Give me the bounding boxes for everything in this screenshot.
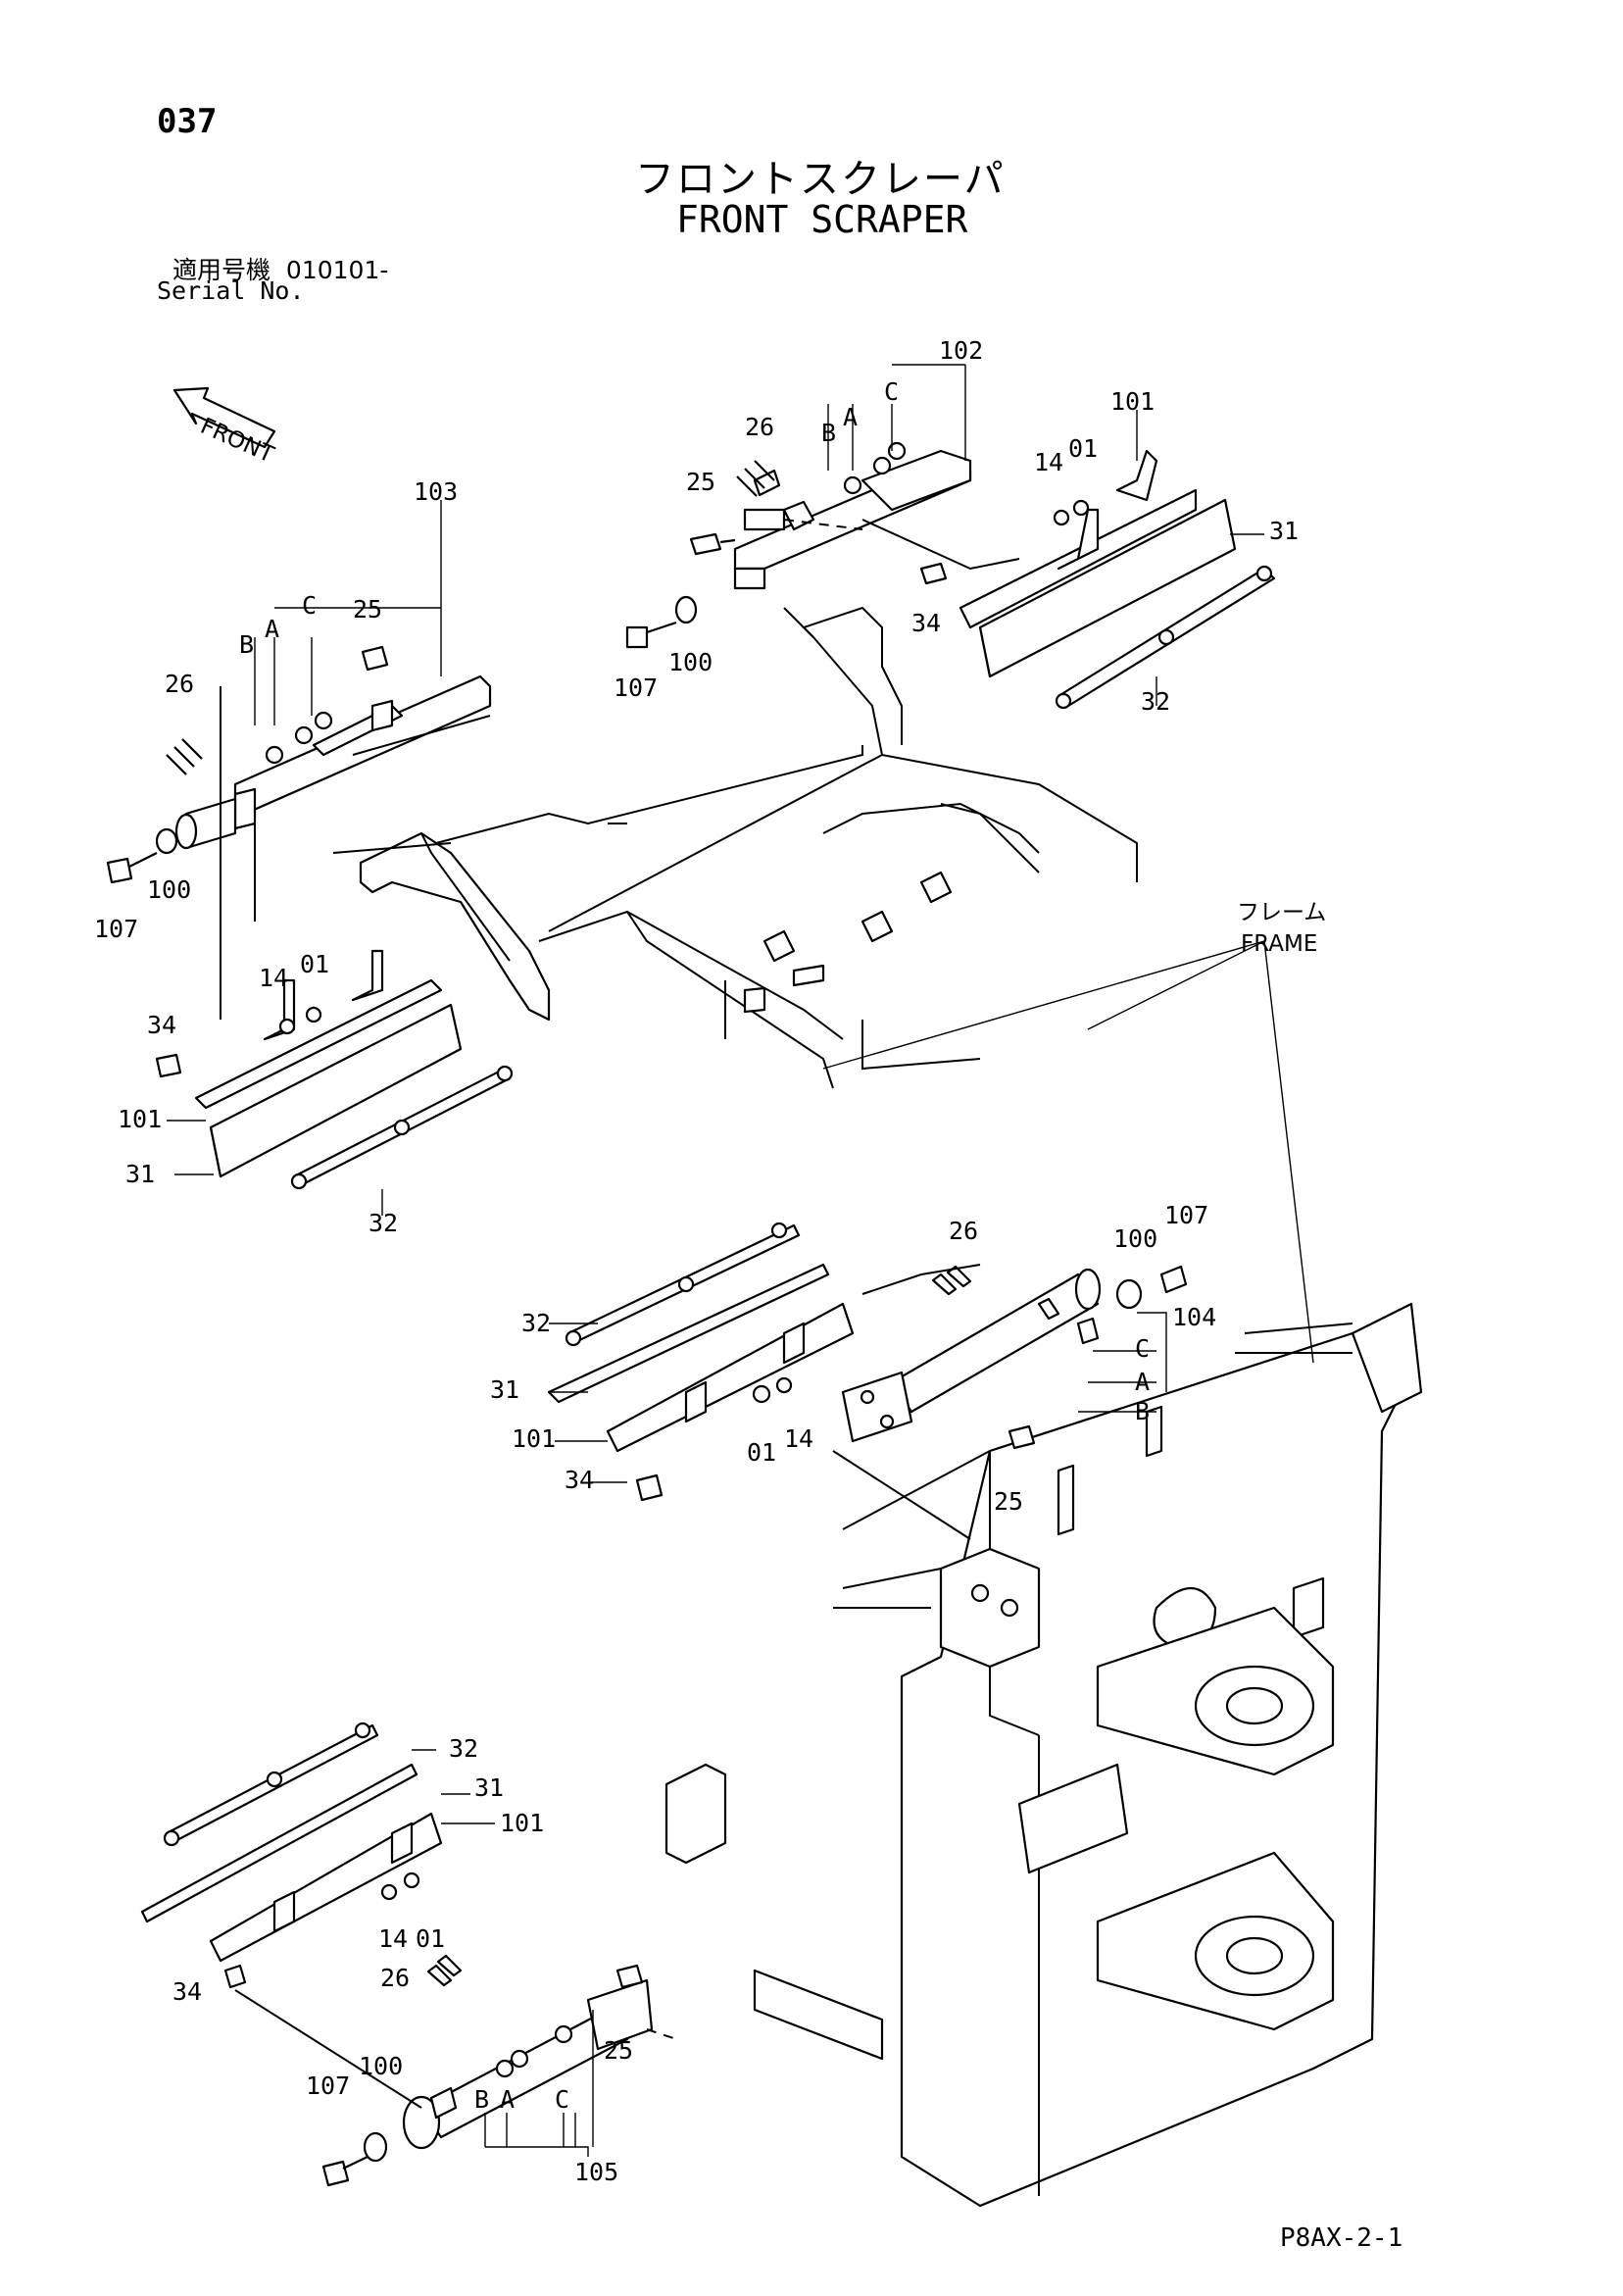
callout-label: 31 [490,1375,519,1404]
assembly-104 [832,1264,1188,1540]
callout-label: 25 [994,1487,1023,1516]
callout-label: 14 [378,1924,408,1953]
serial-label-jp: 適用号機 [172,256,271,284]
scraper-middle [547,1222,855,1502]
callout-label: 101 [512,1424,556,1453]
callout-label: 100 [147,875,191,904]
callout-label: 25 [353,595,382,624]
callout-label: 107 [1164,1201,1208,1229]
callout-label: B [474,2085,489,2114]
callout-label: C [884,377,899,406]
callout-label: 104 [1172,1303,1216,1331]
title-english: FRONT SCRAPER [676,198,968,241]
callout-label: 100 [668,648,713,676]
callout-label: 26 [745,413,774,441]
callout-label: 14 [784,1424,813,1453]
callout-label: 107 [94,915,138,943]
callout-label: 107 [306,2071,350,2100]
callout-label: 14 [1034,448,1063,476]
lower-frame-drawing [664,1302,1423,2208]
title-japanese: フロントスクレーパ [635,157,1006,202]
scraper-top-right [919,449,1276,710]
serial-value: 010101- [285,256,389,284]
callout-label: 101 [500,1809,544,1837]
callout-label: 31 [474,1773,504,1802]
callout-label: 25 [604,2036,633,2065]
callout-label: C [555,2085,569,2114]
frame-label-en: FRAME [1241,931,1317,957]
callout-label: C [1135,1334,1150,1363]
callout-label: A [1135,1368,1150,1396]
callout-label: B [1135,1397,1150,1425]
callout-label: 101 [118,1105,162,1133]
callout-label: B [239,630,254,659]
upper-frame-drawing [359,606,1138,1089]
footer-code: P8AX-2-1 [1280,2223,1403,2253]
callout-label: 100 [1113,1224,1157,1253]
callout-label: B [821,419,836,447]
callout-label: 100 [359,2052,403,2080]
callout-label: 25 [686,468,715,496]
callout-label: 101 [1110,387,1155,416]
serial-row-japanese: 適用号機 010101- [172,251,388,286]
callout-label: A [500,2085,515,2114]
callout-label: 32 [449,1734,478,1763]
callout-label: 32 [521,1309,551,1337]
callout-label: 01 [416,1924,445,1953]
callout-label: 34 [565,1466,594,1494]
scraper-top-left [155,686,514,1190]
callout-label: 32 [369,1209,398,1237]
callout-label: A [265,615,279,643]
page-number: 037 [157,102,218,141]
callout-label: 01 [1068,434,1098,463]
leader-lines [167,364,1314,2157]
assembly-103 [106,645,492,922]
callout-label: 34 [147,1011,176,1039]
callout-label: 105 [574,2158,618,2186]
callout-label: 14 [259,964,288,992]
callout-labels: 102 26 B A C 101 14 01 31 25 34 100 107 … [94,336,1326,2186]
frame-label-jp: フレーム [1237,900,1326,925]
callout-label: 102 [939,336,983,365]
callout-label: 01 [300,950,329,978]
callout-label: 26 [949,1217,978,1245]
callout-label: A [843,403,858,431]
callout-label: 31 [1269,517,1299,545]
callout-label: 103 [414,477,458,506]
callout-label: 107 [614,674,658,702]
callout-label: 34 [911,609,941,637]
callout-label: 01 [747,1438,776,1467]
callout-label: 31 [125,1160,155,1188]
callout-label: 26 [380,1964,410,1992]
callout-label: 34 [172,1977,202,2006]
assembly-105 [140,1722,677,2187]
serial-label-english: Serial No. [157,276,305,305]
front-arrow-icon: FRONT [172,386,278,469]
callout-label: C [302,591,317,620]
callout-label: 26 [165,670,194,698]
callout-label: 32 [1141,687,1170,716]
assembly-102 [625,441,1020,649]
